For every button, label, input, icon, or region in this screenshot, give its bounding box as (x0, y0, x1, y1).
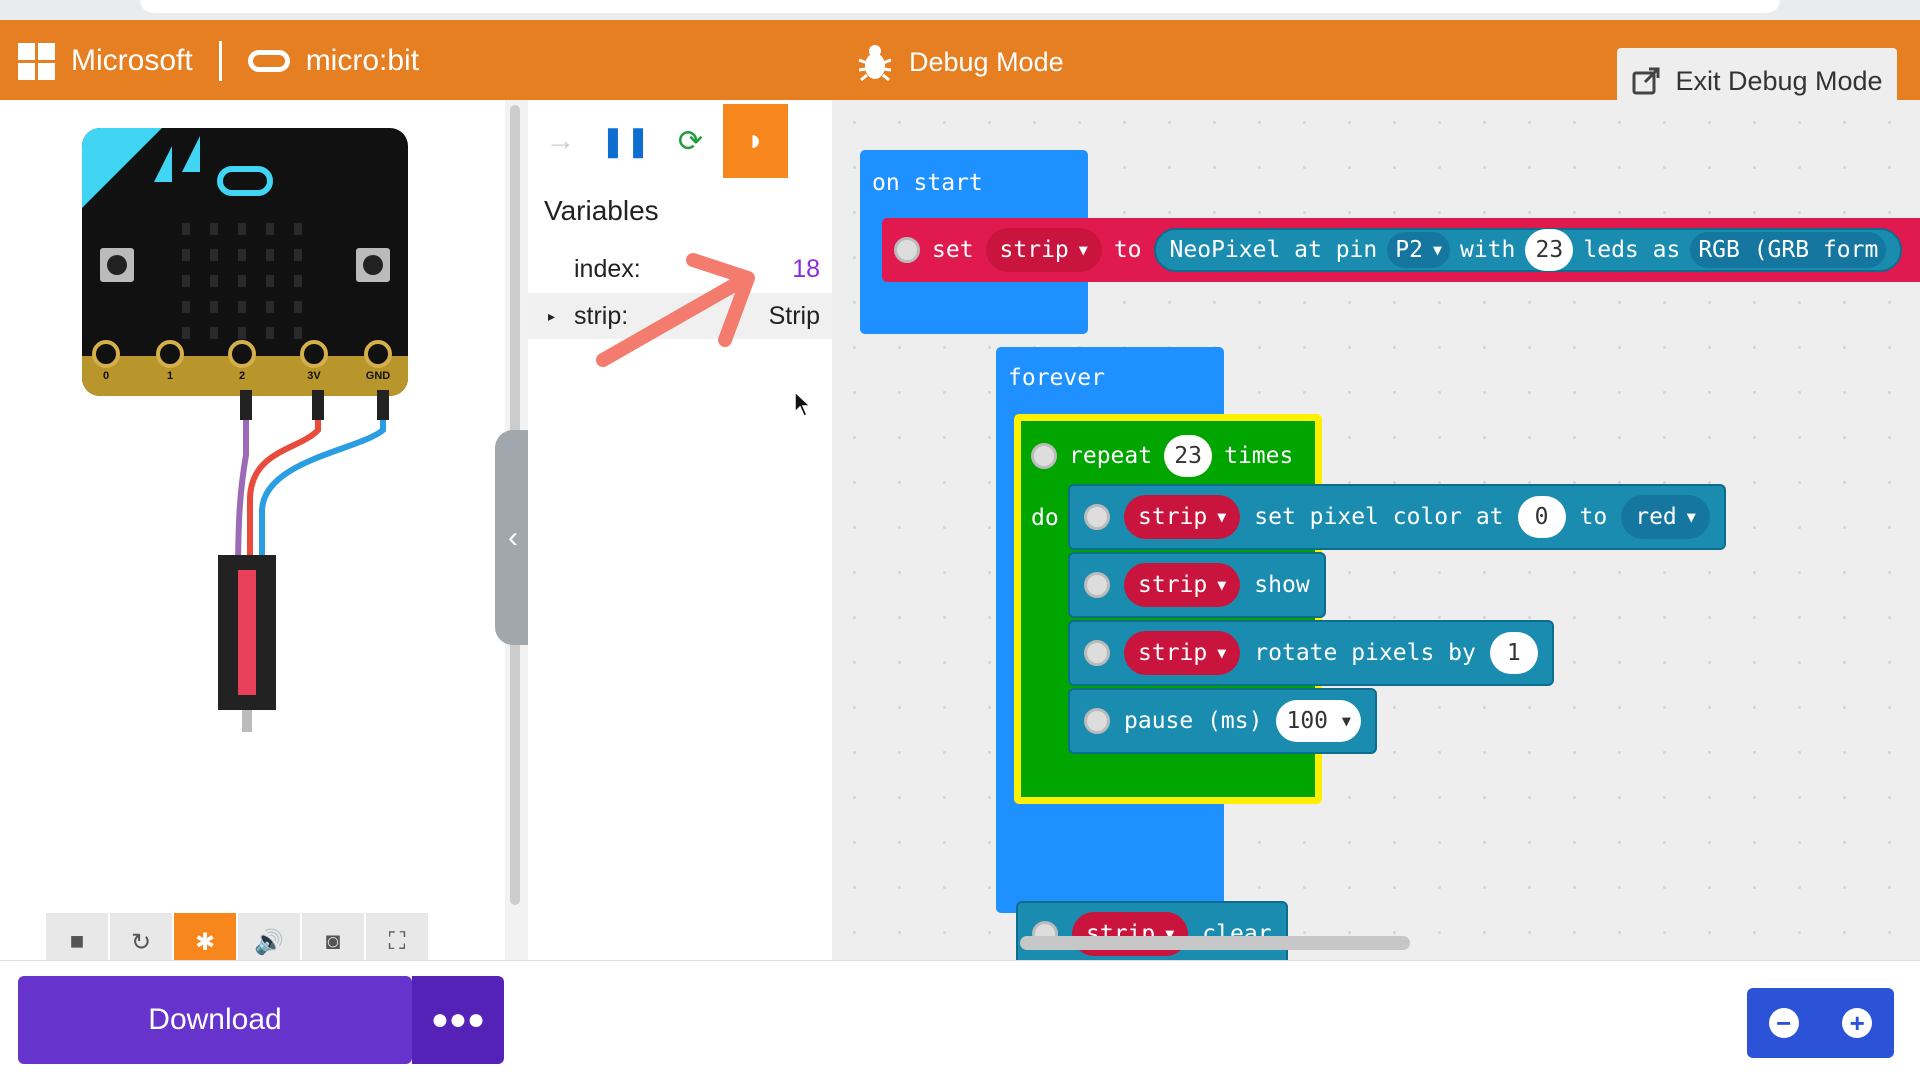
variable-name: index: (574, 254, 641, 283)
pin-label: GND (365, 370, 391, 382)
microbit-logo-icon (247, 50, 290, 72)
blocks-workspace[interactable]: on start set strip ▼ to NeoPixel at pin P… (832, 100, 1920, 960)
product-name: micro:bit (305, 44, 420, 77)
browser-address-bar[interactable] (140, 0, 1780, 13)
breakpoint-dot[interactable] (894, 237, 920, 263)
pin-label: 3V (307, 370, 321, 382)
pin-dropdown[interactable]: P2 ▼ (1387, 232, 1450, 268)
zoom-controls: − + (1747, 988, 1894, 1058)
button-a[interactable] (100, 248, 134, 282)
zoom-in-icon[interactable]: + (1842, 1008, 1873, 1038)
pin-label: 0 (102, 370, 110, 382)
more-options-button[interactable]: ●●● (412, 976, 504, 1064)
bug-icon (858, 45, 892, 82)
brand: Microsoft micro:bit (18, 41, 420, 81)
repeat-block[interactable]: repeat 23 times do (1014, 414, 1322, 804)
browser-top-bar (0, 0, 1920, 20)
color-dropdown[interactable]: red ▼ (1621, 495, 1710, 539)
board-notch (154, 146, 172, 182)
zoom-out-icon[interactable]: − (1768, 1008, 1799, 1038)
repeat-label: repeat (1069, 443, 1153, 469)
restart-debug-icon[interactable]: ⟳ (677, 124, 704, 158)
chevron-down-icon: ▼ (1341, 712, 1351, 730)
clear-block[interactable]: strip▼ clear (1016, 901, 1288, 960)
neopixel-create-block[interactable]: NeoPixel at pin P2 ▼ with 23 leds as RGB … (1153, 228, 1903, 272)
edge-connector: 0 1 2 3V GND (82, 340, 408, 396)
exit-debug-label: Exit Debug Mode (1675, 65, 1883, 96)
leds-count-input[interactable]: 23 (1525, 229, 1574, 271)
with-label: with (1459, 237, 1516, 263)
annotation-arrow (596, 253, 755, 367)
simulator-panel: 0 1 2 3V GND ■ ↻ ✱ 🔊 ◙ ⛶ (0, 100, 505, 971)
breakpoint-dot[interactable] (1031, 443, 1057, 469)
external-link-icon (1632, 67, 1660, 95)
pin-1[interactable] (156, 340, 184, 368)
variables-title: Variables (544, 195, 659, 226)
pin-label: 1 (166, 370, 174, 382)
mouse-cursor-icon (794, 390, 812, 417)
step-over-icon[interactable]: → (545, 124, 576, 157)
variable-value: Strip (768, 301, 820, 330)
app-header: Microsoft micro:bit Debug Mode Exit Debu… (0, 20, 1920, 114)
variable-name: strip: (574, 301, 629, 330)
times-label: times (1224, 443, 1294, 469)
download-button[interactable]: Download (18, 976, 412, 1064)
pin-2[interactable] (228, 340, 256, 368)
ellipsis-icon: ●●● (430, 1003, 486, 1036)
chevron-down-icon: ▼ (1165, 925, 1175, 943)
pin-gnd[interactable] (364, 340, 392, 368)
forever-label: forever (1008, 365, 1105, 391)
chevron-down-icon: ▼ (1078, 241, 1088, 259)
pause-icon[interactable]: ❚❚ (600, 124, 651, 158)
color-value: red (1635, 504, 1677, 530)
button-b[interactable] (356, 248, 390, 282)
variable-row: index: 18 (528, 246, 832, 292)
download-label: Download (148, 1003, 282, 1036)
chevron-down-icon: ▼ (1686, 508, 1696, 526)
workspace-horizontal-scrollbar[interactable] (1020, 936, 1410, 950)
bottom-bar: Download ●●● − + (0, 960, 1920, 1081)
variable-dropdown[interactable]: strip ▼ (985, 228, 1102, 272)
strip-label: strip (999, 237, 1069, 263)
neopixel-label: NeoPixel at pin (1169, 237, 1378, 263)
pixel-index-input[interactable]: 0 (1517, 496, 1566, 538)
led-matrix (182, 223, 302, 339)
to-label: to (1579, 504, 1608, 530)
board-notch (182, 136, 200, 172)
brand-name: Microsoft (71, 44, 193, 77)
expand-arrow-icon[interactable]: ▸ (548, 307, 556, 324)
brand-divider (218, 41, 222, 81)
set-label: set (932, 237, 974, 263)
to-label: to (1113, 237, 1142, 263)
debugger-toolbar: → ❚❚ ⟳ ◗ (528, 104, 788, 178)
repeat-count-input[interactable]: 23 (1164, 435, 1213, 477)
debugger-panel: → ❚❚ ⟳ ◗ Variables index: 18 ▸ strip: St… (528, 100, 832, 960)
slow-mode-icon[interactable]: ◗ (723, 104, 788, 178)
collapse-simulator-button[interactable]: ‹ (495, 430, 531, 645)
pin-3v[interactable] (300, 340, 328, 368)
rotate-by-input[interactable]: 1 (1489, 632, 1538, 674)
neopixel-wiring (218, 390, 389, 732)
microbit-board: 0 1 2 3V GND (82, 128, 408, 396)
chevron-down-icon: ▼ (1432, 241, 1442, 259)
leds-as-label: leds as (1583, 237, 1681, 263)
format-value: RGB (GRB form (1698, 237, 1879, 263)
pin-label: 2 (238, 370, 246, 382)
pin-value: P2 (1395, 237, 1423, 263)
debug-mode-label: Debug Mode (909, 46, 1064, 77)
pin-0[interactable] (92, 340, 120, 368)
board-logo-icon[interactable] (217, 166, 273, 196)
chevron-left-icon: ‹ (508, 520, 518, 554)
on-start-label: on start (872, 170, 983, 196)
debug-mode-title: Debug Mode (855, 42, 1064, 82)
format-dropdown[interactable]: RGB (GRB form (1690, 232, 1887, 268)
microsoft-logo-icon (18, 42, 55, 80)
set-strip-block[interactable]: set strip ▼ to NeoPixel at pin P2 ▼ with 2… (882, 218, 1920, 282)
board-corner-decal (82, 128, 162, 208)
variable-value: 18 (792, 254, 820, 283)
do-label: do (1031, 505, 1059, 531)
